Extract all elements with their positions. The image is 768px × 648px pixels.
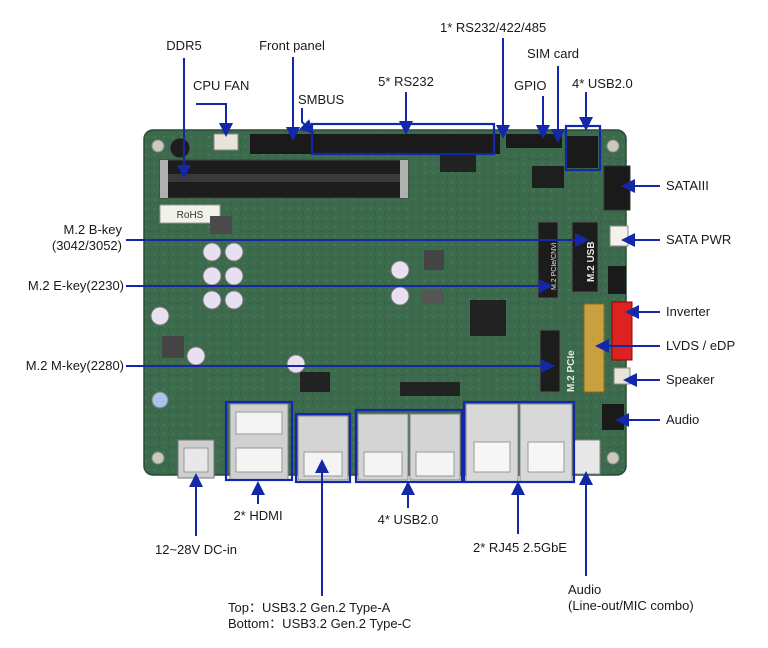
label-audio-combo-line2: (Line-out/MIC combo): [568, 598, 694, 613]
sataiii-connector: [603, 165, 631, 211]
usb20-port-opening: [415, 451, 455, 477]
label-2-hdmi: 2* HDMI: [233, 508, 283, 523]
rj45-port-opening: [473, 441, 511, 473]
mount-hole: [606, 451, 620, 465]
pin-header-row: [506, 134, 562, 148]
label-usb32-top: Top：USB3.2 Gen.2 Type-A: [228, 600, 391, 615]
label-m2-mkey: M.2 M-key(2280): [25, 358, 124, 373]
cmos-battery: [169, 137, 191, 159]
chip: [532, 166, 564, 188]
label-inverter: Inverter: [666, 304, 711, 319]
capacitor-group: [150, 242, 410, 409]
label-audio-right: Audio: [666, 412, 700, 427]
inductor: [210, 216, 232, 234]
hdmi-port-opening: [235, 447, 283, 473]
label-sim-card: SIM card: [527, 46, 580, 61]
chip: [422, 290, 444, 304]
cpu-fan-header: [213, 133, 239, 151]
label-5-rs232: 5* RS232: [378, 74, 434, 89]
mount-hole: [606, 139, 620, 153]
inductor: [424, 250, 444, 270]
label-2-rj45: 2* RJ45 2.5GbE: [473, 540, 567, 555]
label-4-usb20-top: 4* USB2.0: [572, 76, 633, 91]
label-dc-in: 12~28V DC-in: [154, 542, 238, 557]
dc-in-jack-face: [183, 447, 209, 473]
m2-mkey-slot: [539, 329, 561, 393]
label-m2-bkey-line1: M.2 B-key: [63, 222, 122, 237]
audio-jack: [573, 439, 601, 475]
pin-header-row: [250, 134, 500, 154]
chip: [470, 300, 506, 336]
chip: [300, 372, 330, 392]
lvds-connector: [583, 303, 605, 393]
inductor: [162, 336, 184, 358]
label-smbus: SMBUS: [298, 92, 345, 107]
m2-pcie-e-silkscreen: M.2 PCIe/CNVi: [551, 242, 558, 290]
sata-pwr-connector: [609, 225, 629, 247]
pin-header-row: [566, 136, 598, 168]
mount-hole: [151, 139, 165, 153]
label-4-usb20-bottom: 4* USB2.0: [377, 512, 439, 527]
ddr5-latch: [400, 160, 408, 198]
ddr5-slot-slot: [168, 174, 400, 182]
label-speaker: Speaker: [666, 372, 715, 387]
chip: [400, 382, 460, 396]
label-audio-combo-line1: Audio: [568, 582, 602, 597]
label-usb32: Top：USB3.2 Gen.2 Type-A Bottom：USB3.2 Ge…: [228, 600, 411, 632]
rohs-text: RoHS: [177, 210, 204, 221]
ddr5-latch: [160, 160, 168, 198]
rohs-label: [159, 204, 221, 224]
label-front-panel: Front panel: [259, 38, 325, 53]
label-ddr5: DDR5: [166, 38, 202, 53]
label-rs232-422-485: 1* RS232/422/485: [440, 20, 547, 35]
hdmi-port-opening: [235, 411, 283, 435]
rj45-port-opening: [527, 441, 565, 473]
m2-pcie-m-silkscreen: M.2 PCIe: [566, 350, 577, 392]
mount-hole: [151, 451, 165, 465]
label-sataiii: SATAIII: [666, 178, 709, 193]
label-usb32-bottom: Bottom：USB3.2 Gen.2 Type-C: [228, 616, 412, 631]
label-cpu-fan: CPU FAN: [193, 78, 250, 93]
label-lvds-edp: LVDS / eDP: [666, 338, 736, 353]
label-m2-bkey: M.2 B-key (3042/3052): [10, 222, 122, 254]
inverter-connector: [611, 301, 633, 361]
label-gpio: GPIO: [514, 78, 547, 93]
audio-header: [602, 404, 624, 430]
label-m2-ekey: M.2 E-key(2230): [27, 278, 124, 293]
usb20-port-opening: [363, 451, 403, 477]
m2-usb-silkscreen: M.2 USB: [586, 241, 597, 282]
speaker-connector: [613, 367, 631, 385]
callout-arrows: [126, 38, 660, 596]
header: [608, 266, 626, 294]
label-sata-pwr: SATA PWR: [666, 232, 732, 247]
label-audio-combo: Audio (Line-out/MIC combo): [568, 582, 694, 614]
label-m2-bkey-line2: (3042/3052): [51, 238, 122, 253]
